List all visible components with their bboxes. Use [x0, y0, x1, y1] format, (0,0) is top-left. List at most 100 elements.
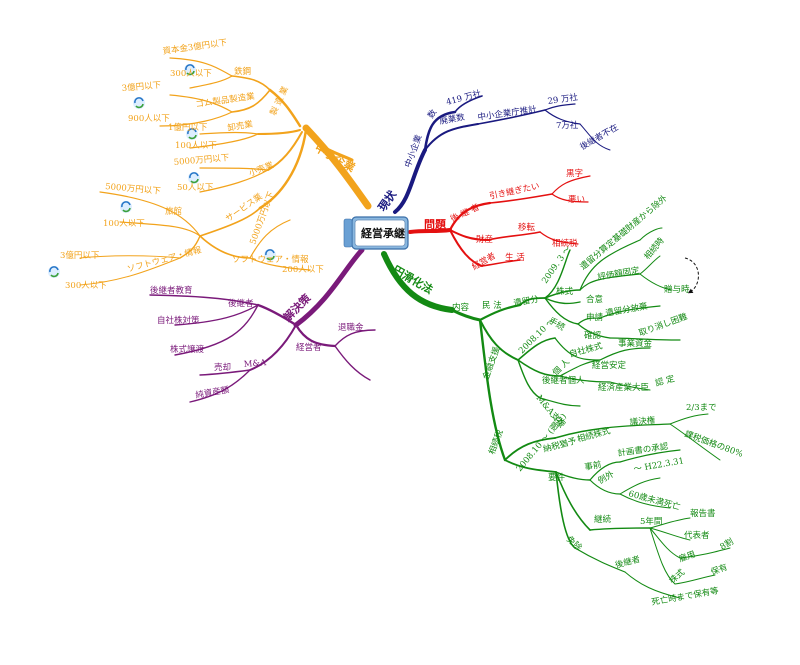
assets-label[interactable]: 財産	[476, 234, 493, 245]
no-successor-label: 後継者不在	[578, 122, 620, 153]
agree-label: 合意	[586, 294, 603, 305]
solution-successor-label[interactable]: 後継者	[228, 298, 254, 309]
confirm-label: 確認	[584, 330, 602, 341]
inheritance-tax-label: 相続税	[552, 238, 578, 249]
cycle-icon	[264, 249, 276, 261]
finance-2008-label: 2008.10 〜	[517, 316, 557, 356]
two-thirds-label: 2/3まで	[686, 403, 717, 413]
emp-900-label: 900人以下	[128, 114, 170, 124]
emp-300-sw: 300人以下	[65, 281, 107, 291]
cap-1oku-label: 1億円以下	[168, 122, 208, 133]
cycle-icon	[133, 97, 145, 109]
sme-count-label[interactable]: 中小企業	[402, 133, 424, 169]
emp-300-label: 300人以下	[170, 69, 212, 79]
branch-solution-lines	[149, 247, 376, 403]
stock-transfer-label: 株式譲渡	[170, 344, 205, 355]
cycle-icon	[186, 128, 198, 140]
stock-measure-label: 自社株対策	[157, 315, 200, 326]
branch-problem-lines	[408, 175, 591, 267]
voting-label: 議決権	[629, 415, 656, 428]
stability-label: 経営安定	[592, 360, 627, 371]
central-title: 経営承継	[361, 226, 405, 240]
hold-label: 保有	[709, 562, 729, 578]
successor-2-label: 後継者	[614, 554, 642, 571]
successor-individual-label: 後継者個人	[542, 375, 585, 386]
manufacturing-label[interactable]: 製 造 業	[268, 84, 291, 117]
civil-2009-label: 2009. 3 〜	[540, 244, 574, 286]
keep-stock-label: 株式	[667, 567, 687, 587]
branch-sme-label[interactable]: 中小企業	[313, 140, 359, 175]
cap-5000-label: 5000万円以下	[173, 153, 230, 168]
branch-sme-lines	[79, 57, 372, 286]
individual-label: 個 人	[550, 356, 572, 378]
continue-label: 継続	[594, 514, 612, 525]
hotel-label[interactable]: 旅館	[165, 206, 182, 217]
cert-label: 認 定	[654, 373, 676, 389]
transfer-label: 移転	[518, 222, 536, 233]
life-label: 生 活	[505, 252, 525, 263]
profit-label: 黒字	[566, 168, 583, 179]
employment-label: 雇用	[677, 549, 697, 565]
cycle-icon	[188, 172, 200, 184]
sale-label: 売却	[214, 362, 231, 373]
apply-label: 申請	[586, 312, 604, 323]
cap-3oku-rubber: 3億円以下	[121, 80, 162, 94]
branch-problem-label[interactable]: 問題	[424, 218, 447, 231]
reserve-label: 遺留分	[513, 294, 541, 309]
emp-200-label: 200人以下	[282, 265, 324, 275]
report-label: 報告書	[690, 508, 716, 519]
gift-time-label: 贈与時	[664, 284, 690, 295]
cycle-icon	[120, 201, 132, 213]
branch-law-lines	[381, 227, 731, 599]
dashed-arrow-icon	[684, 257, 699, 294]
reserve-abandon-label: 遺留分放棄	[605, 301, 649, 319]
law-content-label[interactable]: 内容	[452, 302, 470, 313]
net-assets-label: 純資産額	[195, 384, 231, 401]
branch-status-lines	[393, 95, 611, 214]
h22-label: 〜 H22.3.31	[633, 456, 685, 475]
civil-stock-label: 株式	[556, 286, 574, 297]
cycle-icon	[184, 64, 196, 76]
fix-value-label: 評価額固定	[597, 265, 641, 283]
under-60-label: 60歳未満死亡	[627, 488, 682, 513]
cycle-icon	[48, 266, 60, 278]
want-to-pass-label: 引き継ぎたい	[488, 181, 540, 202]
requirements-label: 要件	[548, 472, 566, 483]
software-label[interactable]: ソフトウェア・情報	[126, 244, 203, 275]
branch-solution-label[interactable]: 解決策	[280, 290, 314, 324]
central-node[interactable]	[343, 216, 409, 250]
representative-label: 代表者	[684, 530, 710, 541]
capital-3oku-label: 資本金3億円以下	[162, 37, 228, 57]
retire-label: 退職金	[338, 322, 364, 333]
wholesale-label[interactable]: 卸売業	[227, 119, 255, 134]
five-years-label: 5年間	[640, 516, 662, 527]
inherit-stock-label: 相続株式	[576, 425, 612, 445]
ma-label[interactable]: M&A	[243, 358, 267, 370]
problem-successor-label[interactable]: 後 継 者	[449, 201, 482, 224]
minister-label: 経済産業大臣	[598, 382, 649, 393]
emp-100-label: 100人以下	[175, 141, 217, 151]
emp-50-label: 50人以下	[177, 183, 214, 193]
closures-label[interactable]: 廃業数	[439, 112, 467, 127]
steel-label[interactable]: 鉄鋼	[234, 66, 251, 77]
service-emp-100-label: 100人以下	[103, 219, 145, 229]
agency-estimate-label: 中小企業庁推計	[477, 104, 538, 123]
prior-label: 事前	[584, 459, 603, 473]
solution-manager-label[interactable]: 経営者	[296, 342, 322, 353]
cap-3oku-sw: 3億円以下	[60, 250, 100, 261]
information-label[interactable]: ソフトウェア・情報	[232, 254, 309, 265]
inherit-time-label: 相続時	[642, 235, 667, 262]
retail-label[interactable]: 小売業	[247, 160, 275, 179]
service-cap-5000-label: 5000万円以下	[105, 182, 162, 197]
successor-education-label: 後継者教育	[150, 285, 193, 296]
bad-label: 悪い	[568, 195, 585, 205]
civil-law-label[interactable]: 民 法	[482, 300, 502, 311]
hold-until-death-label: 死亡時まで保有等	[651, 585, 720, 608]
difficult-cancel-label: 取り消し困難	[637, 311, 689, 339]
rubber-label[interactable]: ゴム製品製造業	[195, 91, 256, 110]
business-fund-label: 事業資金	[618, 338, 653, 349]
book-icon	[343, 218, 353, 248]
manager-label[interactable]: 経営者	[470, 250, 498, 273]
